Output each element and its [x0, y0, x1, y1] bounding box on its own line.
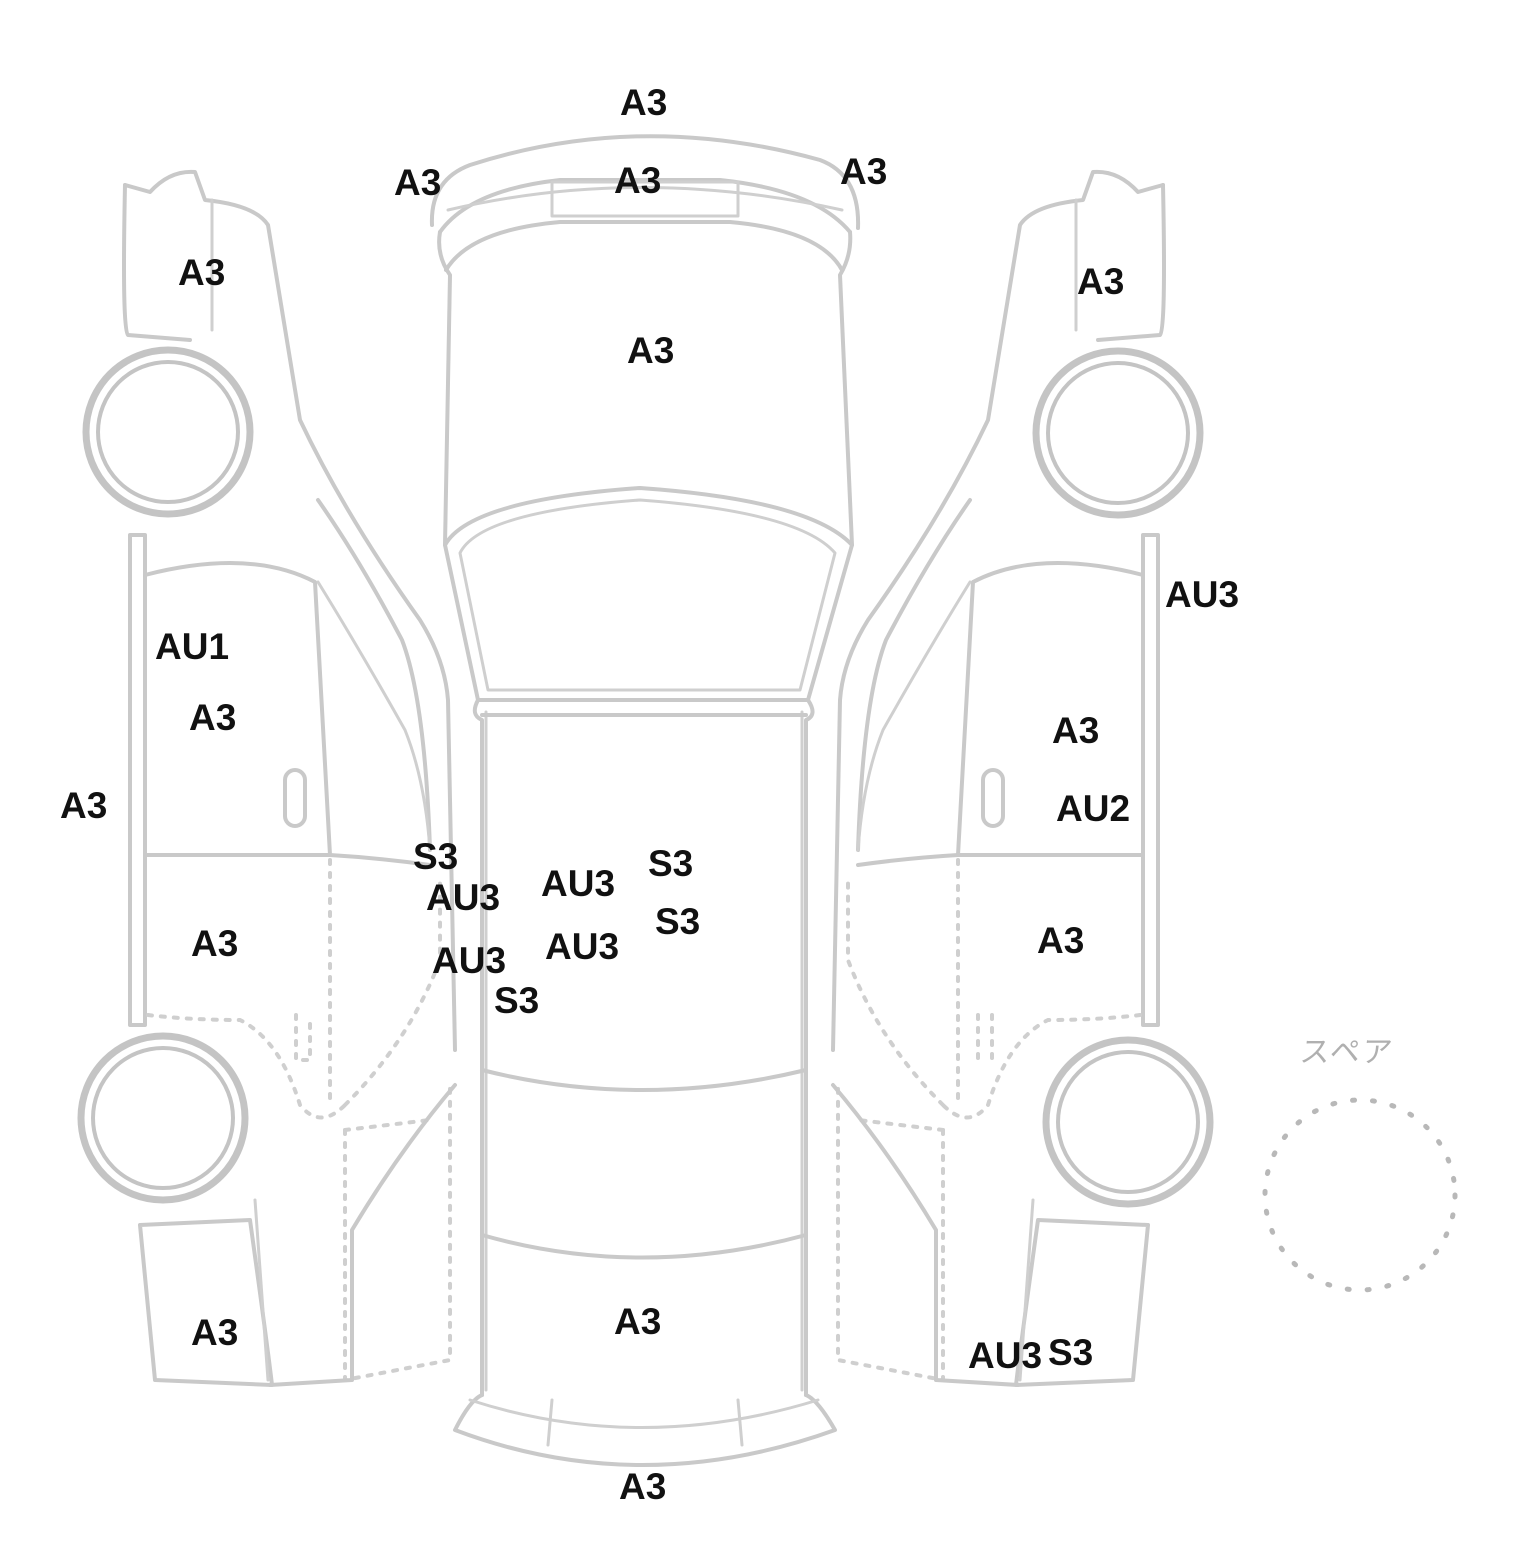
mark-right-rear-quarter-s: S3 [1048, 1332, 1094, 1373]
mark-left-rear-quarter: A3 [191, 1312, 239, 1353]
mark-right-rear-door: A3 [1037, 920, 1085, 961]
mark-right-rocker-au: AU3 [1165, 574, 1240, 615]
mark-hood: A3 [627, 330, 675, 371]
tire-left-front [82, 346, 254, 518]
mark-right-front-door: A3 [1052, 710, 1100, 751]
tire-right-front [1032, 347, 1204, 519]
car-left-side-view [122, 169, 457, 1387]
car-top-view [429, 134, 861, 1467]
mark-right-rear-quarter-au: AU3 [968, 1335, 1043, 1376]
mark-rear-bumper: A3 [619, 1466, 667, 1507]
mark-left-pillar-au-lower: AU3 [432, 940, 507, 981]
mark-left-pillar-au-upper: AU3 [426, 877, 501, 918]
mark-roof-s-lower: S3 [655, 901, 701, 942]
mark-front-grille: A3 [614, 160, 662, 201]
mark-left-front-fender: A3 [178, 252, 226, 293]
tire-left-rear [77, 1032, 249, 1204]
spare-tire [1262, 1097, 1458, 1293]
mark-left-front-door-au: AU1 [155, 626, 230, 667]
mark-left-floor-s: S3 [494, 980, 540, 1021]
mark-right-front-door-au: AU2 [1056, 788, 1131, 829]
mark-roof-au-lower: AU3 [545, 926, 620, 967]
tire-right-rear [1042, 1036, 1214, 1208]
spare-tire-label: スペア [1298, 1035, 1396, 1070]
mark-roof-s-upper: S3 [648, 843, 694, 884]
mark-left-front-door: A3 [189, 697, 237, 738]
mark-front-bumper-top: A3 [620, 82, 668, 123]
mark-trunk: A3 [614, 1301, 662, 1342]
mark-roof-au-upper: AU3 [541, 863, 616, 904]
mark-right-front-fender: A3 [1077, 261, 1125, 302]
mark-left-pillar-s: S3 [413, 836, 459, 877]
mark-left-rocker: A3 [60, 785, 108, 826]
car-right-side-view [831, 169, 1166, 1387]
mark-front-bumper-right: A3 [840, 151, 888, 192]
mark-front-bumper-left: A3 [394, 162, 442, 203]
mark-left-rear-door: A3 [191, 923, 239, 964]
